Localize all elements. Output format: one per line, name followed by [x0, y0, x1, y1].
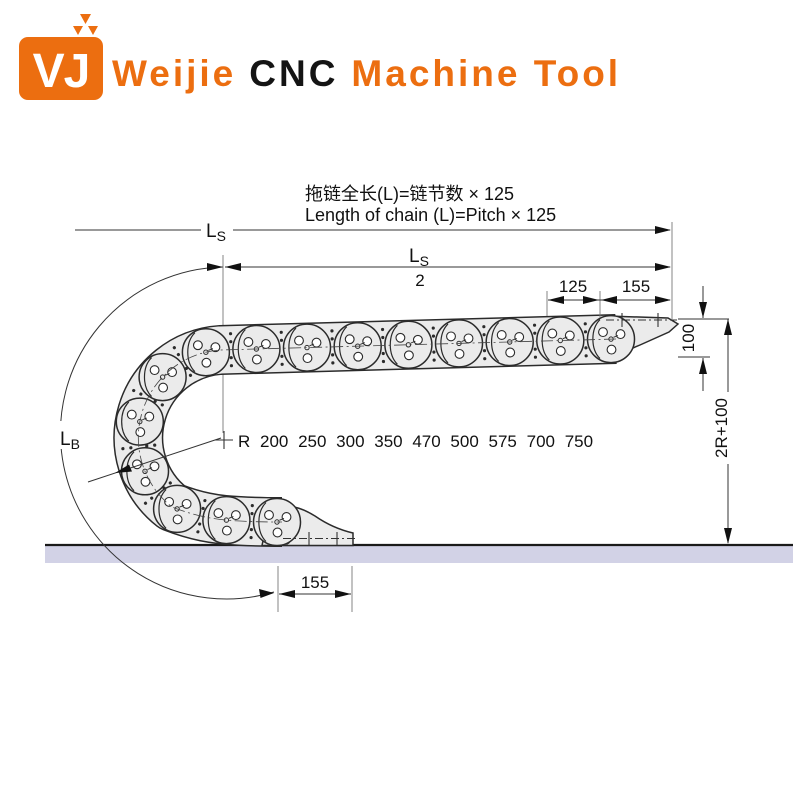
brand-header: VJ Weijie CNC Machine Tool	[0, 0, 800, 130]
dim-arrow-icon	[601, 296, 617, 304]
ls-half-numerator: LS	[409, 246, 429, 269]
chain-discs	[115, 314, 636, 547]
chain-plate-dots	[196, 498, 207, 534]
chain-plate-dots	[380, 327, 386, 364]
trefoil-triangle-right	[88, 26, 98, 35]
dim-arrow-icon	[335, 590, 351, 598]
chain-link-disc	[536, 316, 585, 365]
brand-word-weijie: Weijie	[112, 53, 237, 94]
ls-half-denominator: 2	[415, 271, 424, 290]
radius-values-label: R 200 250 300 350 470 500 575 700 750	[238, 432, 593, 451]
lb-arc-bottom-arrow-icon	[259, 589, 274, 598]
height-label: 100	[679, 324, 698, 352]
chain-plate-dots	[143, 481, 172, 505]
dim-arrow-icon	[699, 302, 707, 318]
ls-half-right-arrow-icon	[655, 263, 671, 271]
end-bottom-label: 155	[301, 573, 329, 592]
dim-arrow-icon	[724, 319, 732, 335]
chain-link-disc	[282, 323, 332, 372]
dim-arrow-icon	[583, 296, 599, 304]
lb-label: LB	[60, 429, 80, 452]
chain-plate-dots	[482, 325, 487, 361]
chain-link-disc	[202, 495, 251, 545]
logo-trefoil-icon	[73, 14, 98, 35]
formula-chinese: 拖链全长(L)=链节数 × 125	[305, 184, 514, 204]
chain-plate-dots	[583, 322, 588, 358]
dim-arrow-icon	[655, 296, 671, 304]
pitch-label: 125	[559, 277, 587, 296]
chain-plate-dots	[228, 332, 234, 368]
chain-plate-dots	[279, 330, 284, 366]
logo-text: VJ	[33, 45, 90, 98]
dim-arrow-icon	[699, 358, 707, 374]
chain-plate-dots	[532, 323, 538, 359]
end-top-label: 155	[622, 277, 650, 296]
dim-arrow-icon	[548, 296, 564, 304]
ls-arrow-icon	[655, 226, 671, 234]
ls-half-left-arrow-icon	[225, 263, 241, 271]
formula-english: Length of chain (L)=Pitch × 125	[305, 205, 556, 225]
lb-arc-top-arrow-icon	[207, 263, 223, 271]
ls-label: LS	[206, 221, 226, 244]
dim-arrow-icon	[279, 590, 295, 598]
chain-centerline	[137, 338, 617, 523]
brand-word-cnc: CNC	[249, 53, 339, 94]
chain-link-disc	[384, 320, 433, 370]
dim-arrow-icon	[724, 528, 732, 544]
lb-arc	[59, 266, 275, 600]
chain-plate-dots	[132, 388, 164, 407]
ground-strip	[45, 546, 793, 563]
chain-plate-dots	[172, 346, 193, 377]
chain-plate-rivets	[121, 322, 588, 540]
radius-leader-line	[87, 437, 222, 483]
brand-word-machine-tool: Machine Tool	[351, 53, 622, 94]
radius-callout	[87, 431, 233, 483]
company-logo-icon: VJ	[19, 14, 103, 100]
brand-title: Weijie CNC Machine Tool	[112, 53, 621, 95]
total-height-label: 2R+100	[712, 398, 731, 458]
chain-link-disc	[138, 352, 187, 402]
diagram-labels: 拖链全长(L)=链节数 × 125 Length of chain (L)=Pi…	[48, 184, 731, 592]
radius-arrow-icon	[115, 464, 132, 473]
dimensions	[75, 222, 732, 612]
trefoil-triangle-top	[80, 14, 91, 24]
trefoil-triangle-left	[73, 26, 83, 35]
chain-plate-dots	[121, 443, 157, 451]
chain-plate-dots	[431, 326, 436, 362]
chain-plate-dots	[330, 329, 335, 365]
chain-plate-dots	[249, 504, 254, 540]
lb-label-mask	[48, 421, 92, 449]
cable-chain	[113, 313, 680, 547]
logo-square	[19, 37, 103, 100]
ground	[45, 543, 793, 563]
